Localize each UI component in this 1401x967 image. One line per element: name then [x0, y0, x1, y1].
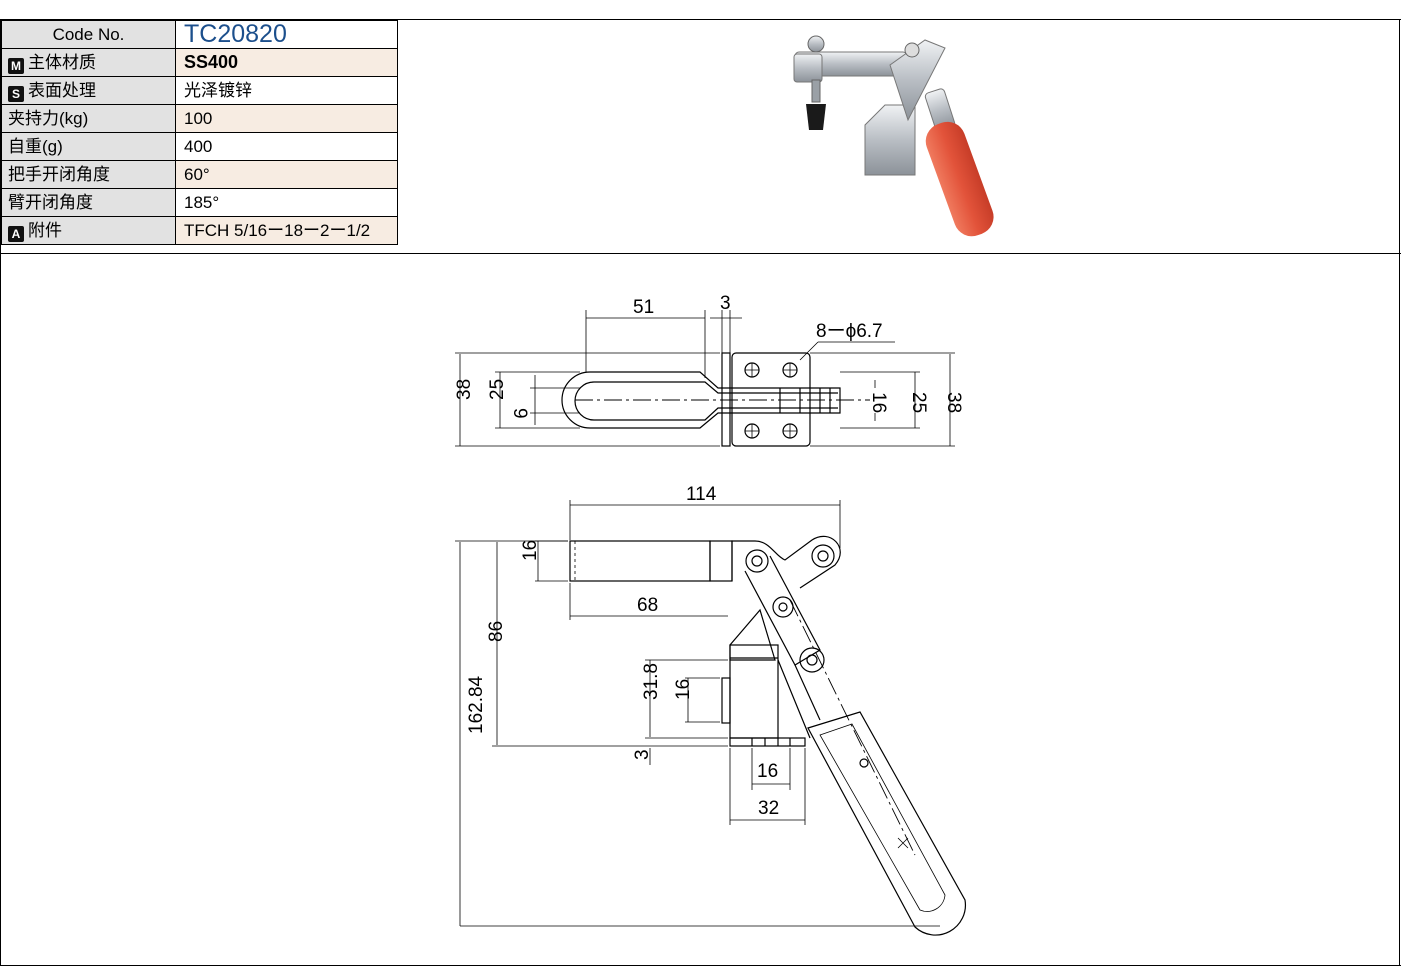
clamp-head-outline — [731, 535, 841, 589]
side-view — [455, 500, 967, 936]
spec-label: 把手开闭角度 — [1, 160, 176, 189]
spec-row-code: Code No. TC20820 — [1, 20, 398, 49]
spec-row-handle-angle: 把手开闭角度 60° — [1, 160, 398, 189]
dim-68: 68 — [637, 595, 658, 616]
plate-outline — [721, 352, 731, 447]
pivot-pin-shape — [904, 42, 920, 58]
dim-31: 31.8 — [641, 663, 662, 700]
dim-114: 114 — [686, 484, 717, 505]
spec-label: 自重(g) — [1, 132, 176, 161]
spec-label: 表面处理 — [28, 81, 96, 100]
red-handle-shape — [925, 121, 994, 237]
arm-side-outline — [569, 540, 711, 582]
bottom-border — [0, 965, 1401, 966]
surface-badge-icon: S — [8, 86, 24, 102]
dim-51: 51 — [633, 297, 654, 318]
spindle-nut-shape — [807, 35, 825, 53]
spec-value: SS400 — [175, 48, 398, 77]
technical-drawing: 51 3 8ーϕ6.7 38 25 9 16 25 38 114 16 68 8… — [454, 293, 967, 936]
spec-label: 附件 — [28, 221, 62, 240]
spec-value: 185° — [175, 188, 398, 217]
spec-value: 60° — [175, 160, 398, 189]
spec-row-weight: 自重(g) 400 — [1, 132, 398, 161]
base-foot-outline — [729, 737, 806, 747]
spec-label: 夹持力(kg) — [1, 104, 176, 133]
rubber-tip-shape — [806, 104, 826, 130]
dim-38-left: 38 — [454, 379, 475, 400]
section-divider — [0, 253, 1401, 254]
dim-16-base: 16 — [673, 679, 694, 700]
top-view — [455, 310, 955, 447]
spec-label: 主体材质 — [28, 53, 96, 72]
spindle-shape — [811, 79, 821, 103]
body-outline — [729, 644, 779, 739]
spec-value: 400 — [175, 132, 398, 161]
spec-row-arm-angle: 臂开闭角度 185° — [1, 188, 398, 217]
dim-38-right: 38 — [943, 392, 964, 413]
dim-32: 32 — [758, 798, 779, 819]
accessory-badge-icon: A — [8, 226, 24, 242]
material-badge-icon: M — [8, 58, 24, 74]
base-plate-outline — [731, 352, 811, 447]
code-value: TC20820 — [175, 20, 398, 49]
dim-16-top: 16 — [868, 392, 889, 413]
dim-25-right: 25 — [908, 392, 929, 413]
code-label: Code No. — [1, 20, 176, 49]
spindle-holder-shape — [793, 53, 823, 83]
gusset-outline — [729, 608, 776, 661]
spec-value: TFCH 5/16ー18ー2ー1/2 — [175, 216, 398, 245]
top-border — [0, 19, 1401, 20]
dim-hole-callout: 8ーϕ6.7 — [816, 321, 883, 342]
left-border — [0, 19, 1, 966]
dim-16-arm: 16 — [520, 540, 541, 561]
dim-16-bottom: 16 — [757, 761, 778, 782]
spec-row-force: 夹持力(kg) 100 — [1, 104, 398, 133]
spec-label: 臂开闭角度 — [1, 188, 176, 217]
dim-86: 86 — [486, 621, 507, 642]
dim-3-side: 3 — [632, 749, 653, 760]
handle-outline — [807, 711, 967, 936]
arm-outline — [561, 371, 841, 429]
spec-value: 光泽镀锌 — [175, 76, 398, 105]
product-photo — [793, 35, 994, 237]
right-border — [1399, 19, 1400, 966]
dim-25-left: 25 — [487, 379, 508, 400]
dim-9: 9 — [509, 408, 530, 419]
dim-3-top: 3 — [720, 293, 731, 314]
spec-value: 100 — [175, 104, 398, 133]
dim-162: 162.84 — [466, 675, 487, 734]
